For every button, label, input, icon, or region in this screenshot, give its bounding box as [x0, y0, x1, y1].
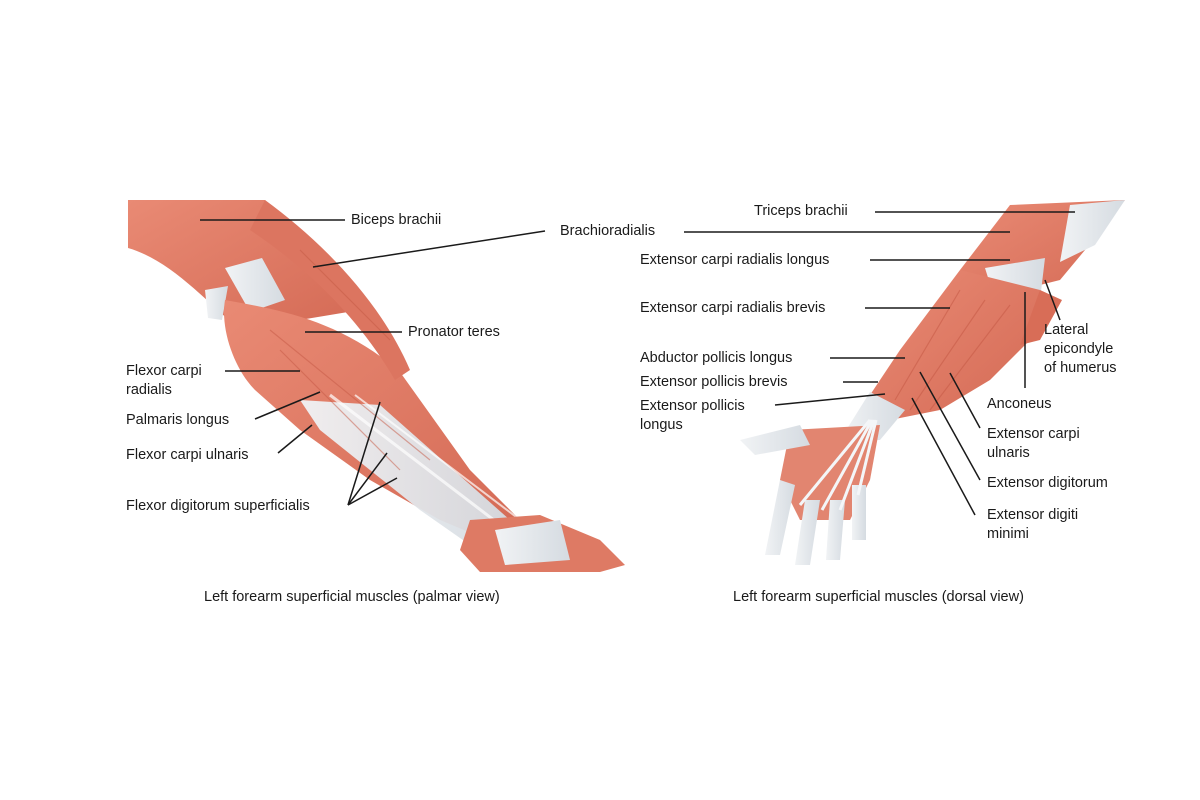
- label-brachioradialis: Brachioradialis: [560, 223, 656, 239]
- dorsal-triceps-tendon: [1060, 200, 1125, 262]
- label-flexor-carpi-radialis-line2: radialis: [126, 382, 172, 398]
- label-extensor-pollicis-longus: Extensor pollicis longus: [640, 397, 745, 435]
- label-extensor-carpi-ulnaris: Extensor carpi ulnaris: [987, 425, 1080, 463]
- palmar-tendons: [300, 400, 510, 545]
- label-extensor-pollicis-brevis: Extensor pollicis brevis: [640, 374, 788, 390]
- caption-dorsal-view: Left forearm superficial muscles (dorsal…: [733, 589, 1024, 605]
- label-extensor-carpi-ulnaris-line2: ulnaris: [987, 445, 1030, 461]
- caption-palmar-view: Left forearm superficial muscles (palmar…: [204, 589, 500, 605]
- palmar-elbow-tendon: [225, 258, 285, 312]
- label-extensor-carpi-radialis-longus: Extensor carpi radialis longus: [640, 252, 830, 268]
- label-extensor-carpi-ulnaris-line1: Extensor carpi: [987, 426, 1080, 442]
- label-extensor-carpi-radialis-brevis: Extensor carpi radialis brevis: [640, 300, 826, 316]
- label-extensor-pollicis-longus-line2: longus: [640, 417, 683, 433]
- palmar-brachioradialis: [250, 200, 410, 380]
- dorsal-thumb: [740, 425, 810, 455]
- label-extensor-digiti-minimi-line1: Extensor digiti: [987, 507, 1079, 523]
- label-extensor-digiti-minimi-line2: minimi: [987, 526, 1029, 542]
- label-lateral-epicondyle-line3: of humerus: [1044, 360, 1117, 376]
- label-palmaris-longus: Palmaris longus: [126, 412, 230, 428]
- palmar-elbow-tendon-2: [205, 286, 228, 320]
- dorsal-finger-1: [765, 480, 795, 555]
- dorsal-finger-2: [795, 500, 820, 565]
- label-flexor-carpi-radialis-line1: Flexor carpi: [126, 363, 202, 379]
- label-abductor-pollicis-longus: Abductor pollicis longus: [640, 350, 793, 366]
- dorsal-finger-3: [826, 500, 845, 560]
- label-extensor-digiti-minimi: Extensor digiti minimi: [987, 506, 1078, 544]
- dorsal-arm: [740, 200, 1125, 565]
- label-extensor-digitorum: Extensor digitorum: [987, 475, 1108, 491]
- label-extensor-pollicis-longus-line1: Extensor pollicis: [640, 398, 745, 414]
- label-lateral-epicondyle: Lateral epicondyle of humerus: [1044, 321, 1117, 378]
- dorsal-anconeus: [1020, 290, 1062, 345]
- label-anconeus: Anconeus: [987, 396, 1052, 412]
- label-pronator-teres: Pronator teres: [408, 324, 500, 340]
- label-biceps-brachii: Biceps brachii: [351, 212, 442, 228]
- dorsal-leader-lines: [684, 211, 1075, 516]
- label-flexor-carpi-radialis: Flexor carpi radialis: [126, 362, 202, 400]
- label-lateral-epicondyle-line2: epicondyle: [1044, 341, 1114, 357]
- dorsal-finger-4: [852, 485, 866, 540]
- palmar-arm: [128, 200, 625, 572]
- label-flexor-carpi-ulnaris: Flexor carpi ulnaris: [126, 447, 249, 463]
- label-triceps-brachii: Triceps brachii: [754, 203, 848, 219]
- palmar-leader-lines: [200, 219, 546, 506]
- label-flexor-digitorum-superficialis: Flexor digitorum superficialis: [126, 498, 310, 514]
- label-lateral-epicondyle-line1: Lateral: [1044, 322, 1089, 338]
